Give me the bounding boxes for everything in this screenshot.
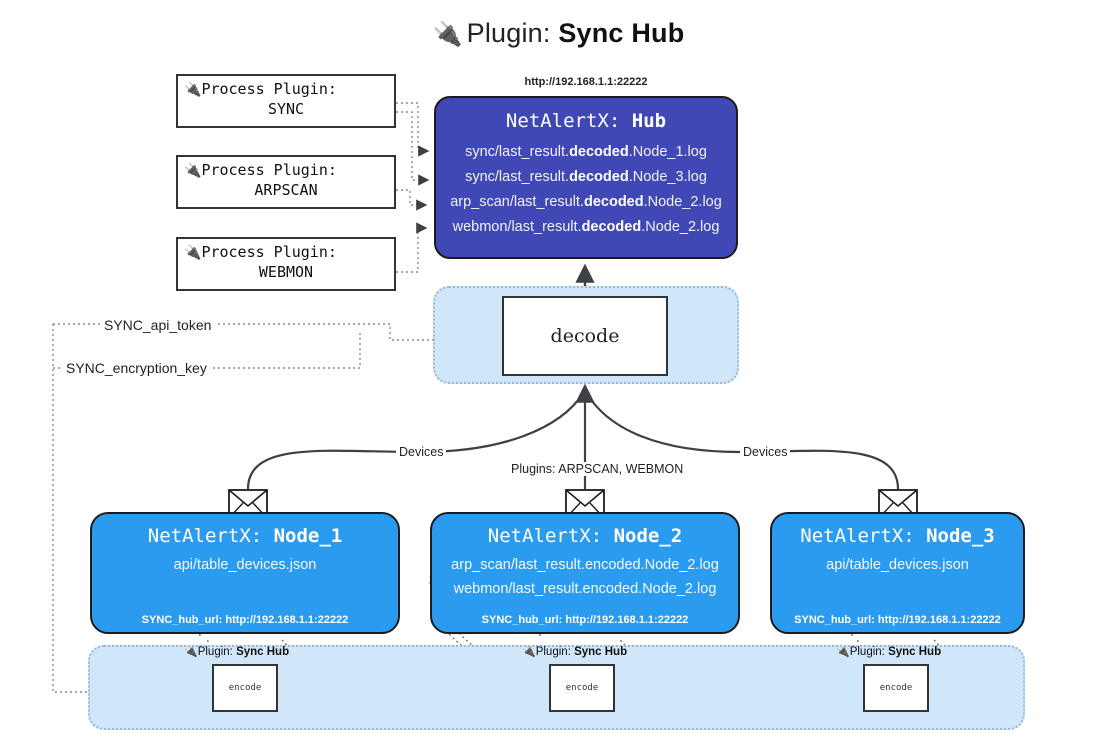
node-box-node-1[interactable]: NetAlertX: Node_1 api/table_devices.json… <box>90 512 400 634</box>
process-plugin-box-sync[interactable]: 🔌Process Plugin: SYNC <box>176 74 396 128</box>
edge-label-plugins-center: Plugins: ARPSCAN, WEBMON <box>508 462 687 476</box>
process-plugin-box-arpscan[interactable]: 🔌Process Plugin: ARPSCAN <box>176 155 396 209</box>
encode-box-1[interactable]: encode <box>212 664 278 712</box>
node-title: NetAlertX: Node_3 <box>800 525 995 547</box>
encode-box-3[interactable]: encode <box>863 664 929 712</box>
node-hub-url: SYNC_hub_url: http://192.168.1.1:22222 <box>481 614 689 626</box>
node-log-list: api/table_devices.json <box>92 553 398 577</box>
sync-api-token-label: SYNC_api_token <box>100 317 216 333</box>
hub-log-line: sync/last_result.decoded.Node_1.log <box>465 144 707 160</box>
page-title-prefix: Plugin: <box>466 18 559 48</box>
process-plugin-arpscan-name: ARPSCAN <box>254 181 318 199</box>
encode-plugin-label-2: 🔌Plugin: Sync Hub <box>522 646 628 658</box>
edge-label-devices-left: Devices <box>396 445 447 459</box>
plug-icon: 🔌 <box>836 646 850 658</box>
encode-plugin-label-3: 🔌Plugin: Sync Hub <box>836 646 942 658</box>
process-plugin-webmon-name: WEBMON <box>258 263 314 281</box>
process-plugin-box-webmon[interactable]: 🔌Process Plugin: WEBMON <box>176 237 396 291</box>
page-title-name: Sync Hub <box>558 18 685 48</box>
process-plugin-sync-name: SYNC <box>267 100 305 118</box>
hub-log-line: sync/last_result.decoded.Node_3.log <box>465 168 707 185</box>
node-log-line: api/table_devices.json <box>173 557 317 573</box>
plug-icon: 🔌 <box>432 21 463 48</box>
decode-box[interactable]: decode <box>502 296 668 376</box>
encode-box-2[interactable]: encode <box>549 664 615 712</box>
plug-icon: 🔌 <box>522 646 536 658</box>
hub-title: NetAlertX: Hub <box>505 110 667 132</box>
node-hub-url: SYNC_hub_url: http://192.168.1.1:22222 <box>794 614 1001 626</box>
process-plugin-arpscan-label: 🔌Process Plugin: <box>184 161 337 179</box>
encode-plugin-label-1: 🔌Plugin: Sync Hub <box>184 646 290 658</box>
sync-encryption-key-label: SYNC_encryption_key <box>62 360 211 376</box>
plug-icon: 🔌 <box>184 163 202 179</box>
node-title: NetAlertX: Node_1 <box>147 525 343 547</box>
hub-log-line: arp_scan/last_result.decoded.Node_2.log <box>450 193 722 210</box>
node-log-list: arp_scan/last_result.encoded.Node_2.log … <box>432 553 738 602</box>
plug-icon: 🔌 <box>184 82 202 98</box>
page-title: 🔌Plugin: Sync Hub <box>0 18 1117 49</box>
hub-log-list: sync/last_result.decoded.Node_1.log sync… <box>436 140 736 240</box>
edge-label-devices-right: Devices <box>740 445 791 459</box>
process-plugin-sync-label: 🔌Process Plugin: <box>184 80 337 98</box>
node-hub-url: SYNC_hub_url: http://192.168.1.1:22222 <box>141 614 349 626</box>
node-box-node-2[interactable]: NetAlertX: Node_2 arp_scan/last_result.e… <box>430 512 740 634</box>
hub-log-line: webmon/last_result.decoded.Node_2.log <box>452 218 720 235</box>
process-plugin-webmon-label: 🔌Process Plugin: <box>184 243 337 261</box>
node-log-line: api/table_devices.json <box>826 557 969 573</box>
hub-url-label: http://192.168.1.1:22222 <box>524 76 648 88</box>
hub-node-box[interactable]: NetAlertX: Hub sync/last_result.decoded.… <box>434 96 738 259</box>
plug-icon: 🔌 <box>184 245 202 261</box>
node-log-line: webmon/last_result.encoded.Node_2.log <box>453 581 717 598</box>
node-log-line: arp_scan/last_result.encoded.Node_2.log <box>451 557 719 573</box>
plug-icon: 🔌 <box>184 646 198 658</box>
node-box-node-3[interactable]: NetAlertX: Node_3 api/table_devices.json… <box>770 512 1025 634</box>
node-title: NetAlertX: Node_2 <box>487 525 683 547</box>
node-log-list: api/table_devices.json <box>772 553 1023 577</box>
